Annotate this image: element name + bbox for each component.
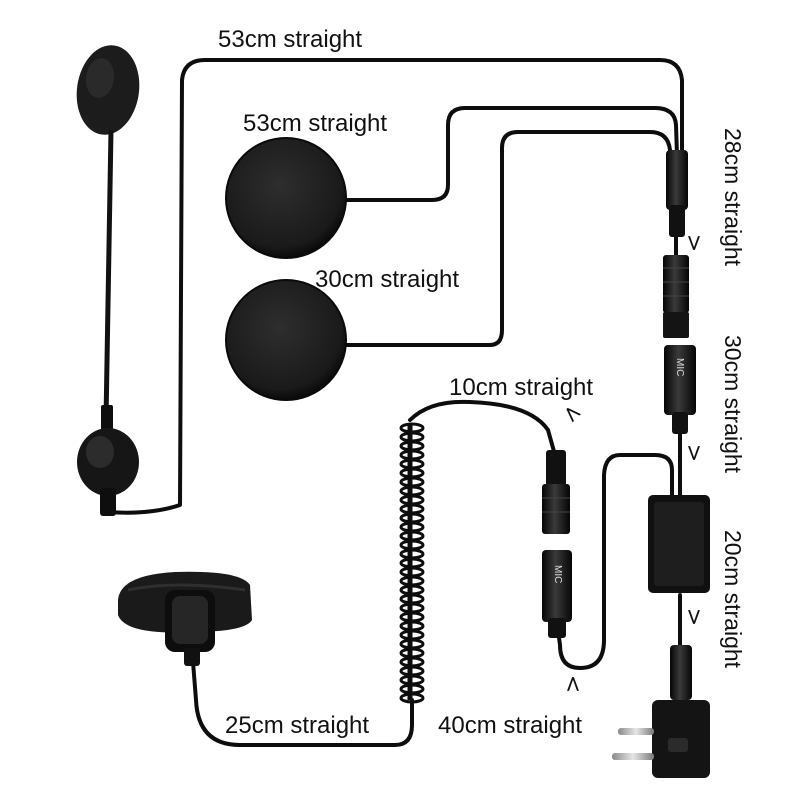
chevron-marker-icon: < — [682, 233, 708, 253]
top-speaker-length-label: 53cm straight — [243, 110, 388, 137]
mic-socket-upper-text: MIC — [674, 358, 685, 376]
bottom-speaker-cable — [343, 130, 674, 347]
plug-connector-lower — [542, 450, 570, 534]
ptt-button — [165, 590, 215, 666]
speaker-pad-top — [225, 137, 347, 259]
middle-trunk-length-label: 30cm straight — [720, 335, 746, 474]
bottom-speaker-length-label: 30cm straight — [315, 266, 460, 293]
mic-socket-upper: MIC — [664, 345, 696, 434]
mic-socket-lower: MIC — [542, 550, 572, 638]
chevron-marker-icon: < — [682, 607, 708, 627]
splitter-junction — [666, 150, 688, 237]
loop-cable-length-label: 40cm straight — [438, 712, 583, 739]
lower-trunk-length-label: 20cm straight — [720, 530, 746, 669]
ptt-cable — [191, 660, 414, 747]
plug-connector-upper — [663, 255, 689, 338]
boom-microphone — [76, 45, 140, 516]
coil-top-cable — [408, 399, 557, 457]
top-speaker-cable — [343, 106, 679, 202]
speaker-pad-bottom — [225, 279, 347, 401]
cable-group — [106, 58, 684, 747]
mic-socket-lower-text: MIC — [552, 565, 563, 583]
mic-cable — [106, 58, 684, 515]
chevron-marker-icon: < — [560, 674, 586, 694]
mic-cable-length-label: 53cm straight — [218, 26, 363, 53]
chevron-marker-icon: < — [682, 443, 708, 463]
mic-boom — [103, 129, 114, 421]
ptt-cable-length-label: 25cm straight — [225, 712, 370, 739]
coil-loops — [399, 422, 425, 704]
loop-cable — [556, 453, 674, 670]
inline-control-box — [648, 495, 710, 593]
coil-top-length-label: 10cm straight — [449, 374, 594, 401]
upper-trunk-length-label: 28cm straight — [720, 128, 746, 267]
radio-plug — [612, 645, 710, 778]
coil-loop — [399, 692, 425, 704]
